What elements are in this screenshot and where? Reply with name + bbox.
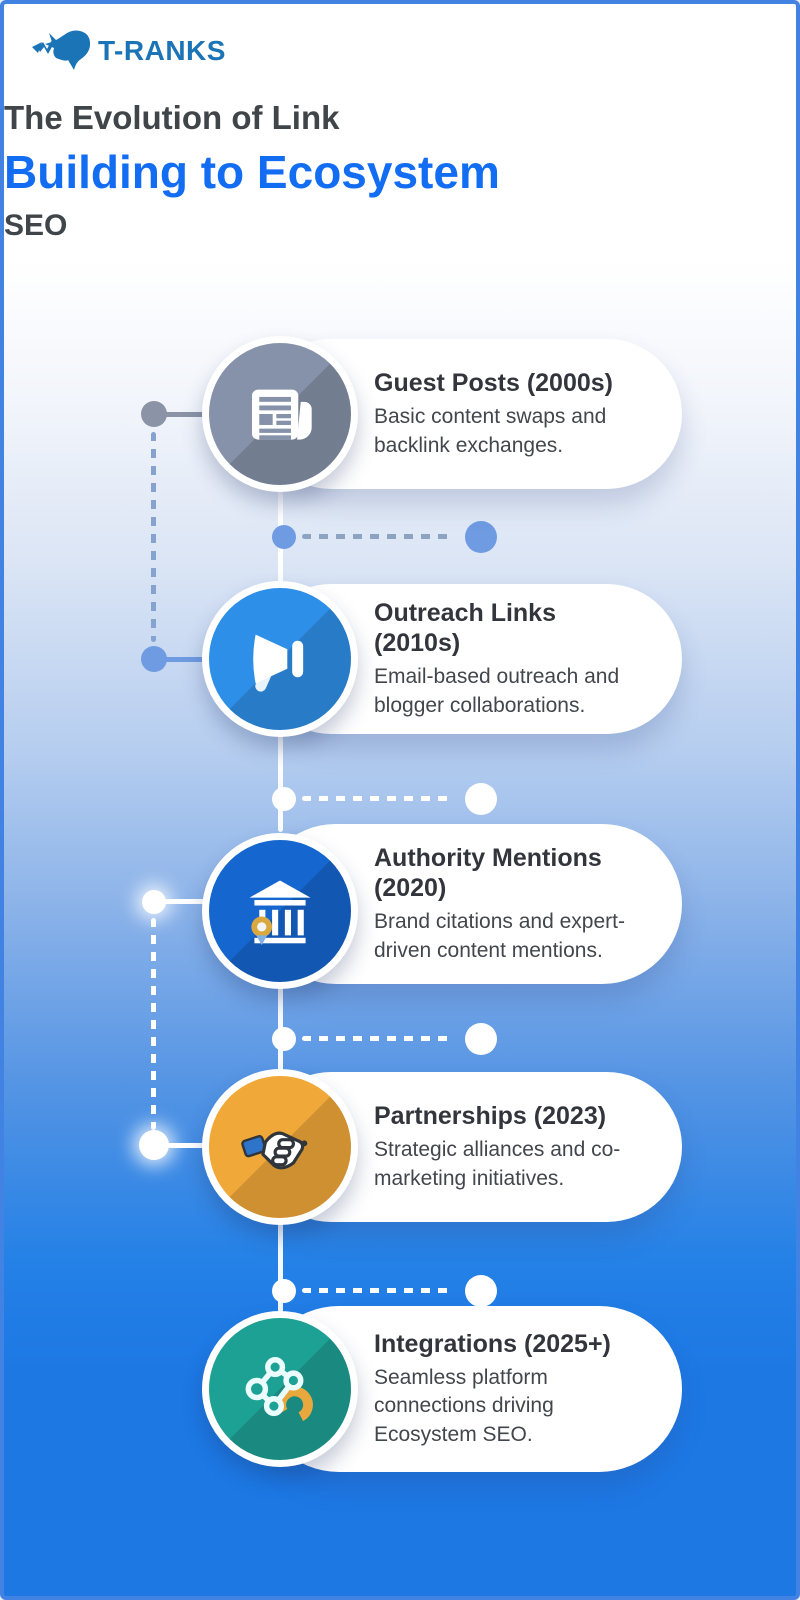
timeline-badge-outreach-links <box>202 581 358 737</box>
timeline-title-guest-posts: Guest Posts (2000s) <box>374 368 613 397</box>
rail-dot-2 <box>141 646 167 672</box>
timeline-desc-outreach-links: Email-based outreach and blogger collabo… <box>374 664 620 717</box>
timeline-desc-authority-mentions: Brand citations and expert-driven conten… <box>374 909 625 962</box>
title-line-1: The Evolution of Link <box>4 99 340 136</box>
timeline-title-outreach-links: Outreach Links (2010s) <box>374 598 556 657</box>
timeline-desc-guest-posts: Basic content swaps and backlink exchang… <box>374 404 607 457</box>
connector-dot-small-1 <box>272 525 296 549</box>
connector-dot-small-3 <box>272 1027 296 1051</box>
rail-dot-4 <box>139 1130 169 1160</box>
rail-dash-3-4 <box>151 918 156 1130</box>
connector-dot-big-1 <box>465 521 497 553</box>
connector-dash-4 <box>302 1288 454 1293</box>
connector-dash-2 <box>302 796 454 801</box>
rail-link-4 <box>164 1143 210 1148</box>
timeline-desc-partnerships: Strategic alliances and co-marketing ini… <box>374 1137 621 1190</box>
connector-line-3 <box>278 976 283 1075</box>
connector-dot-big-3 <box>465 1023 497 1055</box>
logo-text: T-RANKS <box>98 35 226 66</box>
rail-dot-3 <box>142 890 166 914</box>
timeline-badge-partnerships <box>202 1069 358 1225</box>
connector-dot-big-4 <box>465 1275 497 1307</box>
timeline-title-partnerships: Partnerships (2023) <box>374 1101 607 1130</box>
connector-dot-small-4 <box>272 1279 296 1303</box>
timeline-badge-guest-posts <box>202 336 358 492</box>
connector-line-2 <box>278 731 283 832</box>
bank-icon <box>249 880 311 946</box>
timeline-desc-integrations: Seamless platform connections driving Ec… <box>374 1365 554 1446</box>
rail-link-3 <box>164 899 210 904</box>
connector-dash-1 <box>302 534 454 539</box>
handshake-icon <box>241 1131 308 1170</box>
title-line-2: Building to Ecosystem <box>4 146 500 198</box>
timeline-title-integrations: Integrations (2025+) <box>374 1329 611 1358</box>
rail-link-1 <box>164 412 210 417</box>
title-line-3: SEO <box>4 209 68 242</box>
connector-dash-3 <box>302 1036 454 1041</box>
network-icon <box>245 1357 313 1424</box>
logo-shark-icon <box>32 30 91 70</box>
rail-dash-1-2 <box>151 432 156 642</box>
timeline-badge-integrations <box>202 1311 358 1467</box>
logo: T-RANKS <box>32 28 226 74</box>
timeline-badge-authority-mentions <box>202 833 358 989</box>
connector-dot-big-2 <box>465 783 497 815</box>
rail-link-2 <box>164 657 210 662</box>
connector-line-4 <box>278 1219 283 1317</box>
timeline-title-authority-mentions: Authority Mentions (2020) <box>374 843 602 902</box>
connector-dot-small-2 <box>272 787 296 811</box>
rail-dot-1 <box>141 401 167 427</box>
megaphone-icon <box>253 634 304 692</box>
newspaper-icon <box>251 389 312 440</box>
